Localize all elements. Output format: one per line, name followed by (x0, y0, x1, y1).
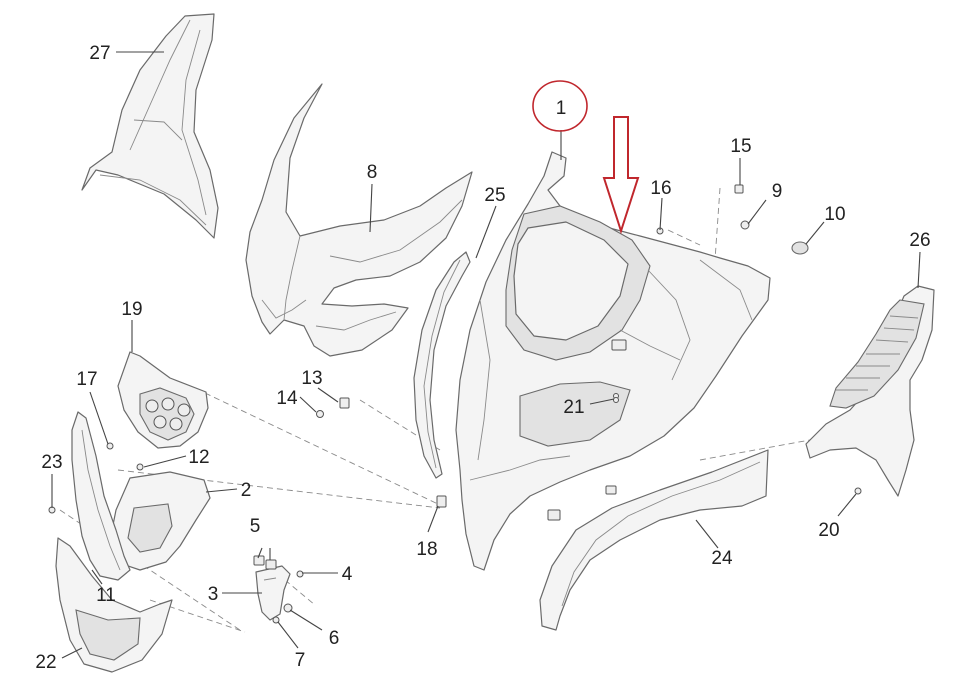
callout-20: 20 (818, 520, 839, 541)
callout-19: 19 (121, 299, 142, 320)
part-1-front-shield (455, 151, 771, 571)
part-7-screw (272, 616, 280, 624)
part-12-screw (136, 463, 144, 471)
callout-8: 8 (367, 162, 378, 183)
callout-10: 10 (824, 204, 845, 225)
callout-21: 21 (563, 397, 584, 418)
part-11-lower-side-panel (71, 411, 131, 581)
part-24-lower-trim (539, 449, 769, 631)
callout-labels: 1 2 3 4 5 6 7 8 9 10 11 12 13 14 15 16 1… (35, 43, 930, 673)
callout-27: 27 (89, 43, 110, 64)
part-21-screw (613, 397, 619, 403)
part-22-lower-nose (55, 537, 173, 673)
highlight-circle (532, 80, 588, 132)
part-25-trim-strip (413, 251, 471, 479)
callout-15: 15 (730, 136, 751, 157)
part-14-screw (316, 410, 324, 418)
part-26-grille-panel (805, 285, 935, 497)
part-9-screw (740, 220, 750, 230)
grille-mesh (836, 315, 919, 391)
fasteners (48, 184, 862, 624)
part-19-headlight-housing (117, 351, 209, 449)
leader-lines (51, 51, 921, 659)
callout-26: 26 (909, 230, 930, 251)
part-10-grommet (791, 241, 809, 255)
callout-1: 1 (556, 98, 567, 119)
part-3-bracket (255, 565, 291, 621)
callout-18: 18 (416, 539, 437, 560)
callout-5: 5 (250, 516, 261, 537)
callout-11: 11 (96, 585, 116, 606)
part-15-nut (734, 184, 744, 194)
part-5-clips (253, 555, 277, 570)
callout-14: 14 (276, 388, 298, 409)
part-13-clip (339, 397, 350, 409)
part-4-screw (296, 570, 304, 578)
callout-16: 16 (650, 178, 671, 199)
part-8-front-upper-cover (245, 83, 473, 357)
part-2-indicator-housing (109, 471, 211, 571)
callout-6: 6 (329, 628, 340, 649)
callout-2: 2 (241, 480, 252, 501)
part-27-upper-side-panel (81, 13, 219, 239)
callout-13: 13 (301, 368, 322, 389)
callout-22: 22 (35, 652, 56, 673)
part-18-clip (436, 495, 447, 508)
callout-23: 23 (41, 452, 62, 473)
part-17-screw (106, 442, 114, 450)
callout-9: 9 (772, 181, 783, 202)
callout-4: 4 (342, 564, 353, 585)
callout-12: 12 (188, 447, 209, 468)
callout-3: 3 (208, 584, 219, 605)
down-arrow-icon (602, 116, 640, 235)
callout-7: 7 (295, 650, 306, 671)
highlight-marks (532, 80, 640, 235)
callout-25: 25 (484, 185, 505, 206)
callout-24: 24 (711, 548, 733, 569)
callout-17: 17 (76, 369, 97, 390)
part-20-screw (854, 487, 862, 495)
